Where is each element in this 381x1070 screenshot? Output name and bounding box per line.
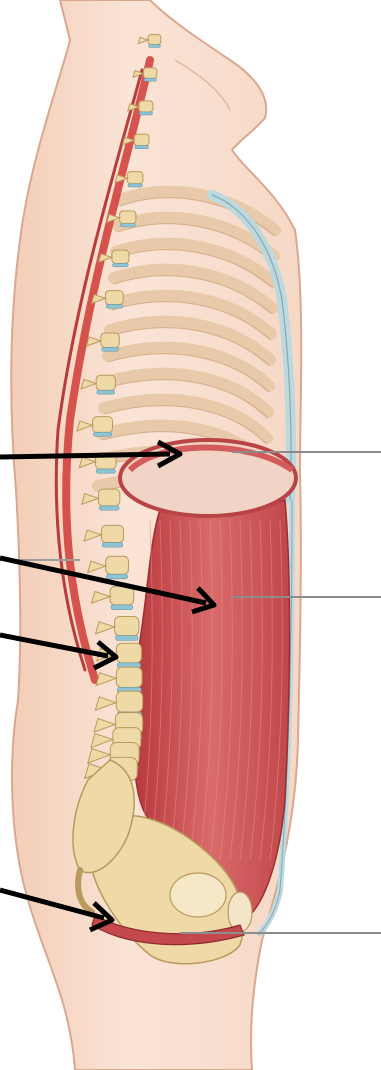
arrow-diaphragm <box>0 454 170 457</box>
obturator-foramen <box>170 873 226 917</box>
